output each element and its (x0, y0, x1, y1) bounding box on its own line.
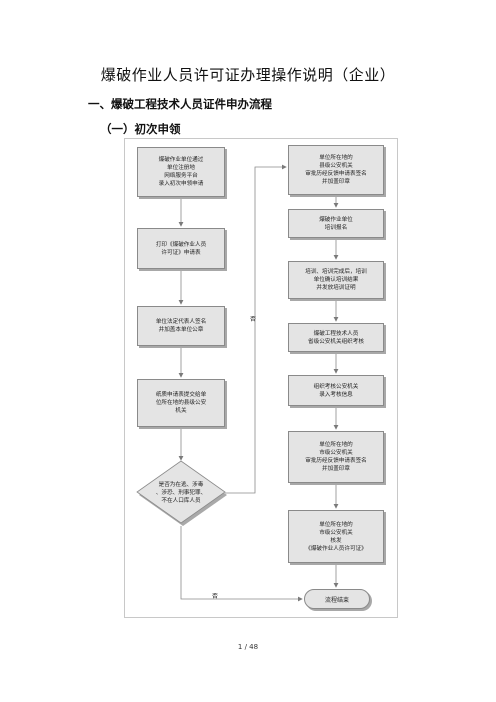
section-heading: 一、爆破工程技术人员证件申办流程 (88, 97, 272, 111)
terminal-end: 流程结束 (304, 589, 370, 609)
step-county-approval: 单位所在地的 县级公安机关 审批历经反馈申请表签名 并加盖印章 (288, 145, 384, 195)
branch-label-no: 否 (212, 593, 219, 600)
step-issue-license: 单位所在地的 市级公安机关 核发 《爆破作业人员许可证》 (288, 510, 384, 563)
flowchart: 爆破作业单位通过 单位注册地 网络服务平台 录入初次申领申请 打印《爆破作业人员… (124, 138, 398, 618)
step-sign-stamp: 单位法定代表人签名 并加盖本单位公章 (137, 306, 225, 346)
document-title: 爆破作业人员许可证办理操作说明（企业） (100, 66, 396, 84)
flowchart-connectors (178, 164, 339, 602)
decision-diamond-shape (136, 460, 227, 526)
step-print-form: 打印《爆破作业人员 许可证》申请表 (137, 228, 225, 269)
subsection-heading: （一）初次申领 (100, 122, 181, 136)
step-submit-county: 纸质申请表提交给单 位所在地的县级公安 机关 (137, 379, 225, 427)
branch-label-yes: 否 (250, 316, 257, 323)
step-online-application: 爆破作业单位通过 单位注册地 网络服务平台 录入初次申领申请 (137, 147, 225, 197)
page-number: 1 / 48 (237, 643, 259, 651)
step-provincial-exam: 爆破工程技术人员 省级公安机关组织考核 (288, 323, 384, 352)
step-enter-exam-info: 组织考核公安机关 录入考核信息 (288, 375, 384, 406)
step-training-certificate: 培训、培训完成后，培训 单位确认培训结果 并发放培训证明 (288, 261, 384, 299)
decision-background-check: 是否为在逃、涉毒 、涉恐、刑事犯罪、 不在人口库人员 (135, 460, 227, 526)
step-city-approval: 单位所在地的 市级公安机关 审批历经反馈申请表签名 并加盖印章 (288, 431, 384, 483)
decision-text: 是否为在逃、涉毒 、涉恐、刑事犯罪、 不在人口库人员 (155, 482, 207, 504)
step-training-registration: 爆破作业单位 培训报名 (288, 209, 384, 238)
